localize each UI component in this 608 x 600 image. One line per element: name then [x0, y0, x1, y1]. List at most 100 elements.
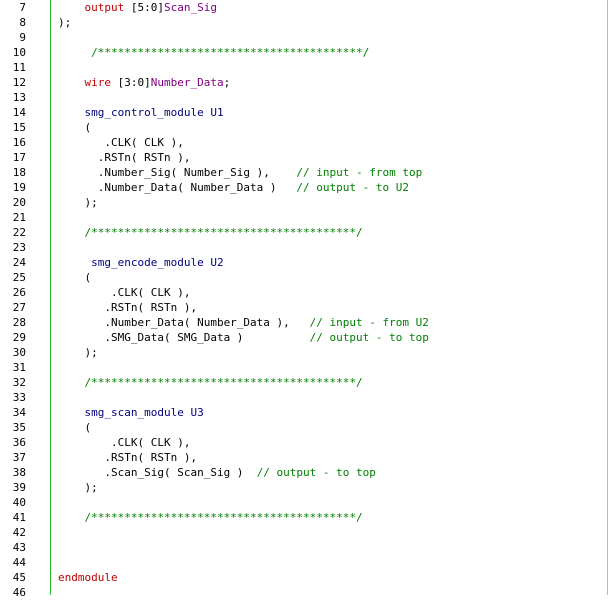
- line-number: 36: [12, 436, 26, 449]
- code-text: /***************************************…: [58, 376, 363, 389]
- code-line[interactable]: 35 (: [0, 420, 600, 435]
- code-line[interactable]: 46: [0, 585, 600, 600]
- line-number: 41: [12, 511, 26, 524]
- line-number: 30: [12, 346, 26, 359]
- code-text: .SMG_Data( SMG_Data ) // output - to top: [58, 331, 429, 344]
- line-number: 29: [12, 331, 26, 344]
- line-number: 14: [12, 106, 26, 119]
- line-number: 9: [19, 31, 26, 44]
- code-line[interactable]: 11: [0, 60, 600, 75]
- line-number: 39: [12, 481, 26, 494]
- line-number: 27: [12, 301, 26, 314]
- line-number-gutter: [0, 0, 50, 595]
- line-number: 15: [12, 121, 26, 134]
- code-text: .Scan_Sig( Scan_Sig ) // output - to top: [58, 466, 376, 479]
- code-text: (: [58, 271, 92, 284]
- line-number: 17: [12, 151, 26, 164]
- code-line[interactable]: 34 smg_scan_module U3: [0, 405, 600, 420]
- code-text: .Number_Data( Number_Data ), // input - …: [58, 316, 429, 329]
- code-text: );: [58, 196, 98, 209]
- code-text: smg_control_module U1: [84, 106, 224, 119]
- code-line[interactable]: 32 /************************************…: [0, 375, 600, 390]
- code-text: /***************************************…: [58, 226, 363, 239]
- line-number: 20: [12, 196, 26, 209]
- code-line[interactable]: 27 .RSTn( RSTn ),: [0, 300, 600, 315]
- code-text: smg_encode_module U2: [91, 256, 224, 269]
- code-line[interactable]: 22 /************************************…: [0, 225, 600, 240]
- code-line[interactable]: 20 );: [0, 195, 600, 210]
- code-line[interactable]: 41 /************************************…: [0, 510, 600, 525]
- code-text: .CLK( CLK ),: [58, 436, 191, 449]
- code-line[interactable]: 44: [0, 555, 600, 570]
- code-text: .Number_Data( Number_Data ) // output - …: [58, 181, 410, 194]
- code-line[interactable]: 26 .CLK( CLK ),: [0, 285, 600, 300]
- line-number: 44: [12, 556, 26, 569]
- line-number: 46: [12, 586, 26, 599]
- code-line[interactable]: 16 .CLK( CLK ),: [0, 135, 600, 150]
- code-line[interactable]: 13: [0, 90, 600, 105]
- line-number: 43: [12, 541, 26, 554]
- code-line[interactable]: 39 );: [0, 480, 600, 495]
- code-line[interactable]: 17 .RSTn( RSTn ),: [0, 150, 600, 165]
- code-text: .RSTn( RSTn ),: [58, 301, 198, 314]
- line-number: 11: [12, 61, 26, 74]
- gutter-divider: [50, 0, 51, 595]
- code-line[interactable]: 7 output [5:0]Scan_Sig: [0, 0, 600, 15]
- code-line[interactable]: 19 .Number_Data( Number_Data ) // output…: [0, 180, 600, 195]
- line-number: 38: [12, 466, 26, 479]
- line-number: 16: [12, 136, 26, 149]
- code-text: );: [58, 481, 98, 494]
- line-number: 24: [12, 256, 26, 269]
- code-text: .RSTn( RSTn ),: [58, 451, 198, 464]
- code-line[interactable]: 18 .Number_Sig( Number_Sig ), // input -…: [0, 165, 600, 180]
- code-text: );: [58, 346, 98, 359]
- line-number: 19: [12, 181, 26, 194]
- code-line[interactable]: 15 (: [0, 120, 600, 135]
- code-line[interactable]: 30 );: [0, 345, 600, 360]
- line-number: 45: [12, 571, 26, 584]
- code-line[interactable]: 24 smg_encode_module U2: [0, 255, 600, 270]
- code-line[interactable]: 38 .Scan_Sig( Scan_Sig ) // output - to …: [0, 465, 600, 480]
- code-line[interactable]: 33: [0, 390, 600, 405]
- code-line[interactable]: 40: [0, 495, 600, 510]
- code-line[interactable]: 29 .SMG_Data( SMG_Data ) // output - to …: [0, 330, 600, 345]
- line-number: 31: [12, 361, 26, 374]
- code-text: );: [58, 16, 72, 29]
- code-line[interactable]: 36 .CLK( CLK ),: [0, 435, 600, 450]
- code-text: (: [58, 421, 92, 434]
- code-line[interactable]: 28 .Number_Data( Number_Data ), // input…: [0, 315, 600, 330]
- code-text: .Number_Sig( Number_Sig ), // input - fr…: [58, 166, 423, 179]
- line-number: 18: [12, 166, 26, 179]
- code-line[interactable]: 37 .RSTn( RSTn ),: [0, 450, 600, 465]
- line-number: 37: [12, 451, 26, 464]
- line-number: 32: [12, 376, 26, 389]
- code-line[interactable]: 43: [0, 540, 600, 555]
- line-number: 25: [12, 271, 26, 284]
- code-text: /***************************************…: [58, 46, 370, 59]
- line-number: 26: [12, 286, 26, 299]
- code-line[interactable]: 14 smg_control_module U1: [0, 105, 600, 120]
- line-number: 10: [12, 46, 26, 59]
- code-line[interactable]: 21: [0, 210, 600, 225]
- code-line[interactable]: 12 wire [3:0]Number_Data;: [0, 75, 600, 90]
- code-line[interactable]: 9: [0, 30, 600, 45]
- code-text: /***************************************…: [58, 511, 363, 524]
- line-number: 13: [12, 91, 26, 104]
- line-number: 22: [12, 226, 26, 239]
- line-number: 12: [12, 76, 26, 89]
- code-line[interactable]: 10 /************************************…: [0, 45, 600, 60]
- code-line[interactable]: 45 endmodule: [0, 570, 600, 585]
- code-line[interactable]: 23: [0, 240, 600, 255]
- line-number: 42: [12, 526, 26, 539]
- code-line[interactable]: 25 (: [0, 270, 600, 285]
- code-line[interactable]: 8);: [0, 15, 600, 30]
- code-line[interactable]: 31: [0, 360, 600, 375]
- line-number: 35: [12, 421, 26, 434]
- code-text: .CLK( CLK ),: [58, 286, 191, 299]
- code-text: endmodule: [58, 571, 118, 584]
- code-text: .CLK( CLK ),: [58, 136, 184, 149]
- code-text: .RSTn( RSTn ),: [58, 151, 191, 164]
- line-number: 21: [12, 211, 26, 224]
- code-line[interactable]: 42: [0, 525, 600, 540]
